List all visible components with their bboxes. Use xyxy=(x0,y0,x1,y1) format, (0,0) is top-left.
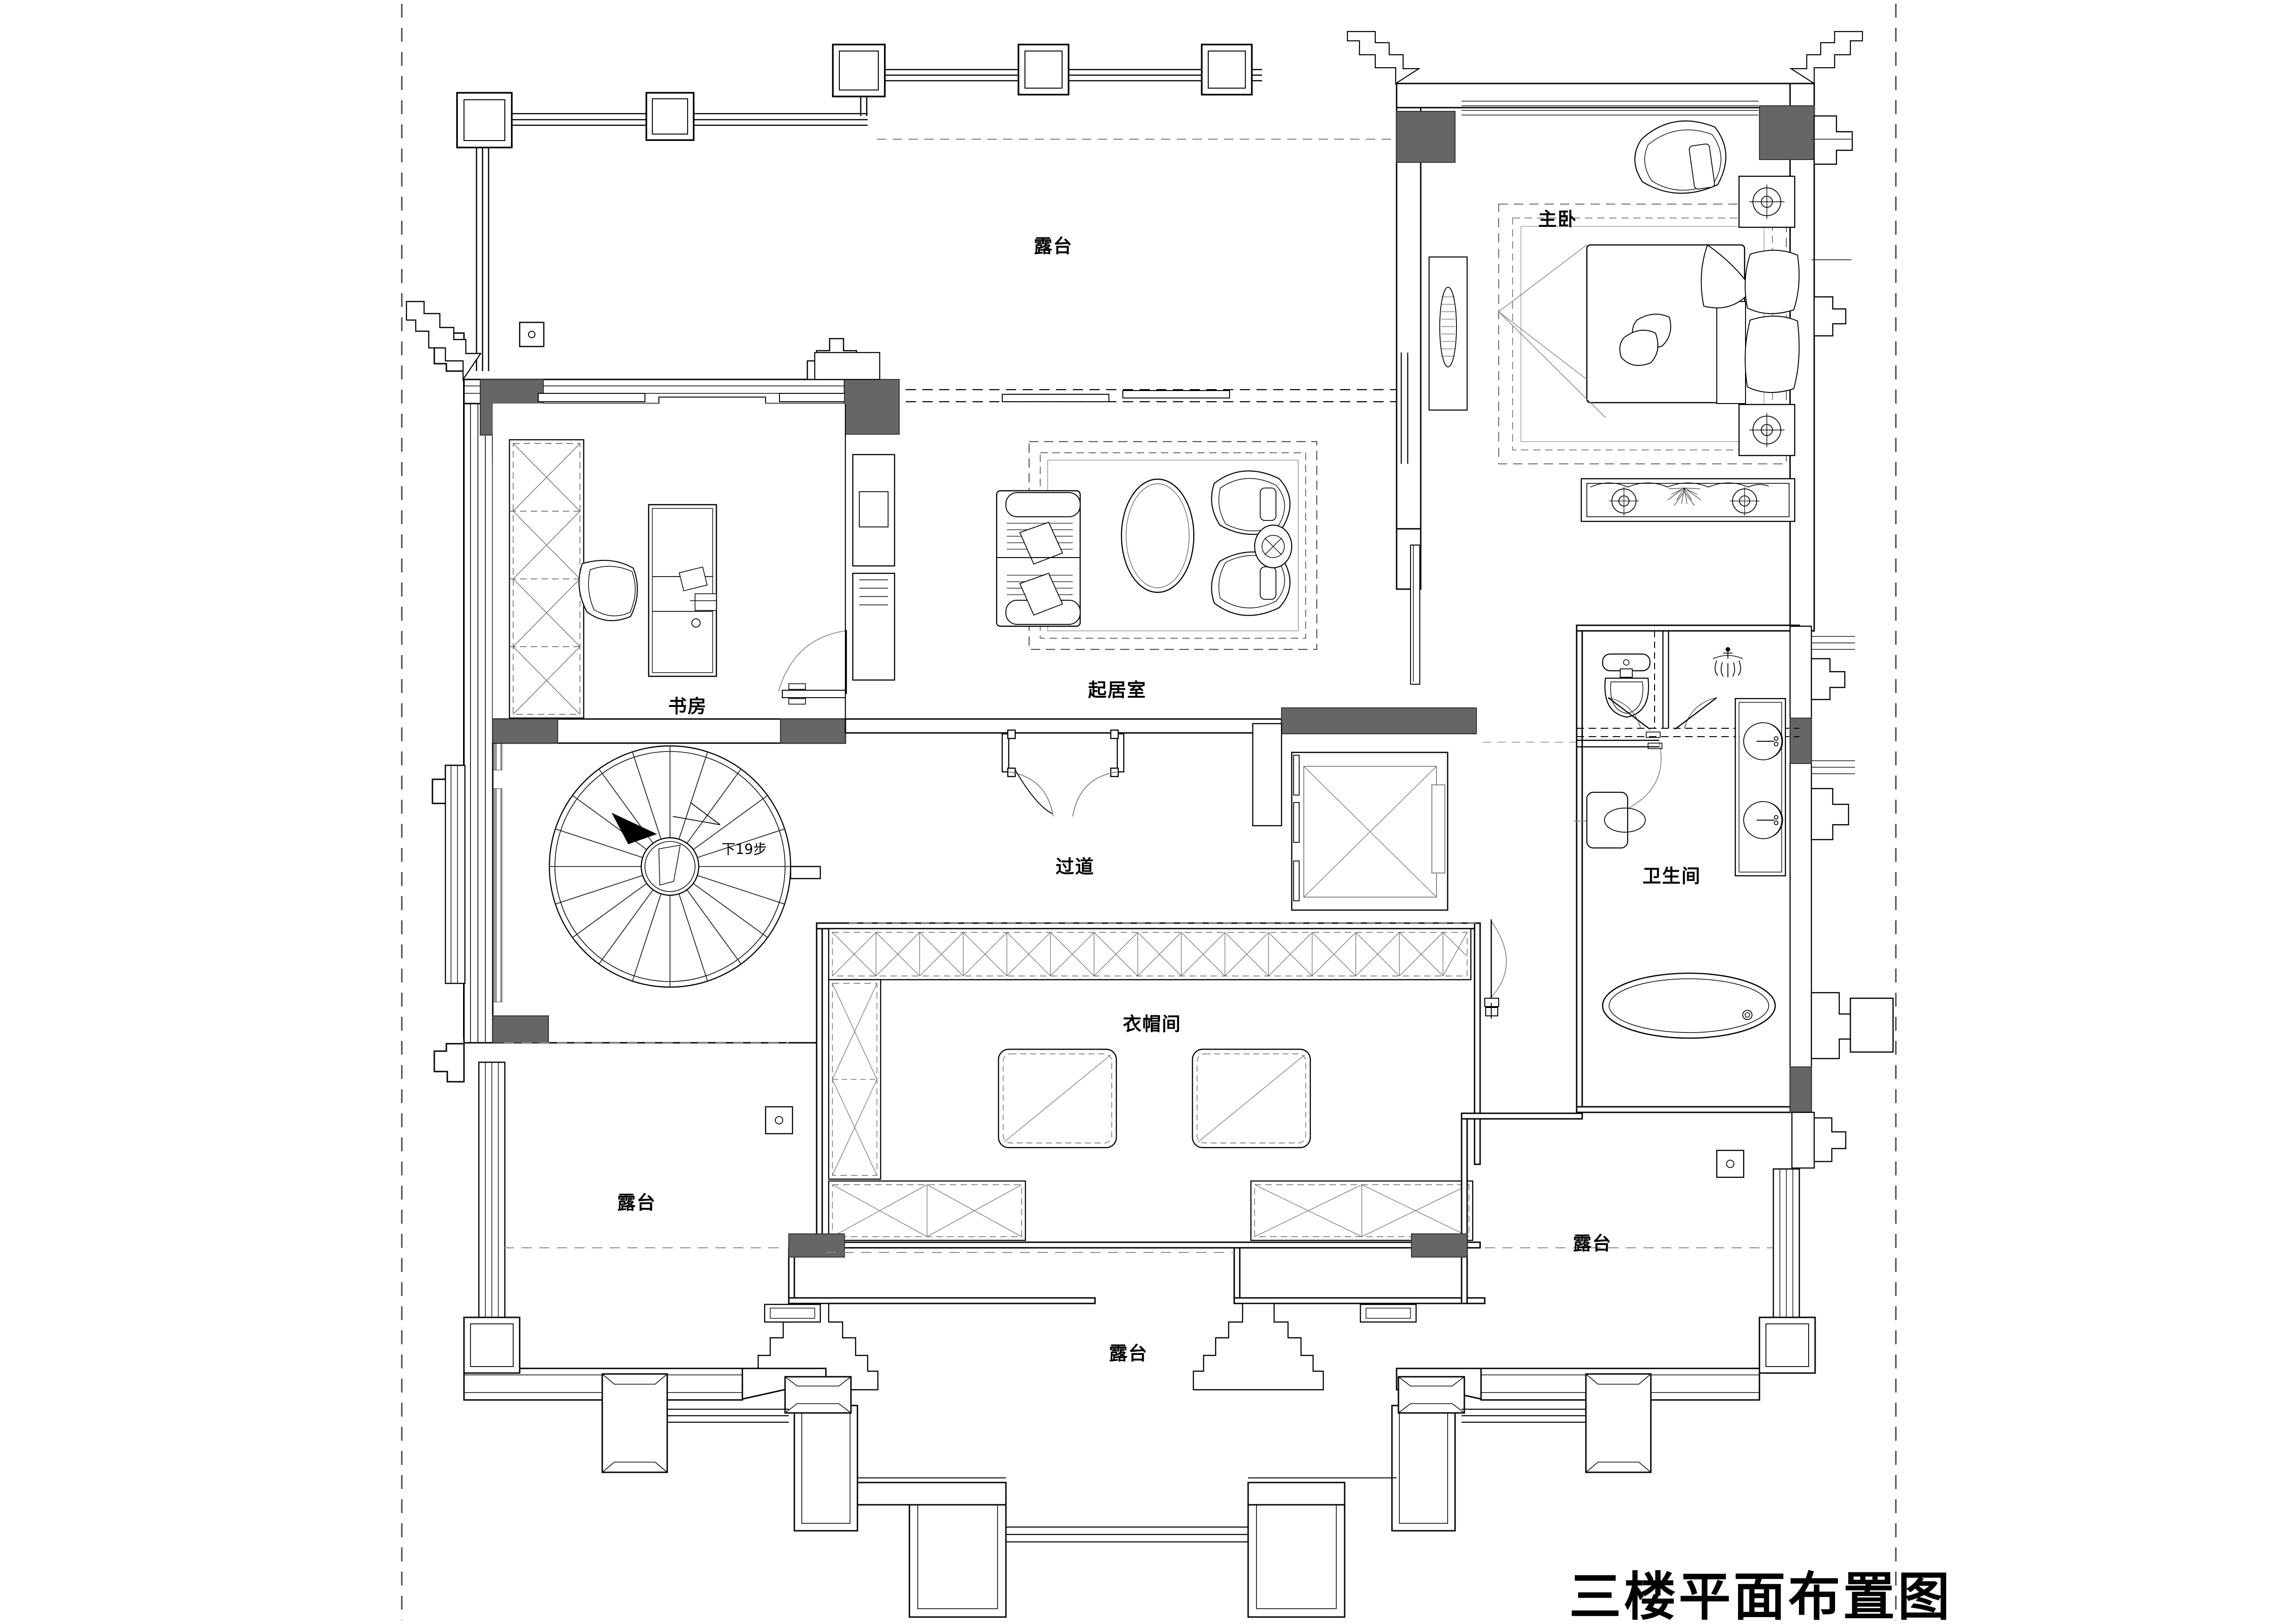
master-bedroom-area xyxy=(1346,31,1863,685)
bath-toilet xyxy=(1602,653,1651,718)
sink-upper xyxy=(1743,722,1783,760)
mbr-bolster-pillows xyxy=(1745,250,1800,393)
spiral-staircase xyxy=(548,745,821,988)
north-balustrade xyxy=(456,44,1262,371)
desk-items xyxy=(678,566,717,611)
stair-landing xyxy=(790,866,821,879)
stair-inner-well xyxy=(640,837,700,896)
vertical-rail-west xyxy=(476,148,490,371)
misc-detail-lines xyxy=(844,404,895,719)
mbr-wall-west-lower xyxy=(1396,528,1422,685)
stair-outer-bay xyxy=(444,764,466,984)
closet-wardrobe-north xyxy=(828,928,1472,981)
room-label-walk-in-closet: 衣帽间 xyxy=(1123,1014,1181,1035)
mbr-cornice xyxy=(1346,31,1863,85)
stair-direction-arrow xyxy=(612,813,657,844)
study-desk xyxy=(648,504,717,677)
terrace-floor-guides xyxy=(504,1042,1772,1253)
mbr-walls xyxy=(1396,83,1815,632)
sheet-border xyxy=(401,4,1897,1620)
living-armchair-upper xyxy=(1211,470,1291,535)
closet-wardrobe-west xyxy=(828,979,882,1180)
drawing-title: 三楼平面布置图 xyxy=(1569,1567,1952,1624)
study-chair xyxy=(578,559,638,621)
stair-leader-line xyxy=(672,802,721,825)
walk-in-closet-area xyxy=(816,922,1481,1249)
corridor-double-doors xyxy=(1001,729,1125,817)
closet-wardrobe-southeast xyxy=(1250,1180,1474,1241)
living-coffee-table xyxy=(1121,478,1195,593)
room-label-master-bedroom: 主卧 xyxy=(1538,209,1577,230)
stair-step-note: 下19步 xyxy=(721,841,767,858)
console-plant xyxy=(1667,488,1701,506)
mbr-door-west xyxy=(1400,353,1409,464)
closet-island-left xyxy=(998,1048,1117,1149)
elevator-shaft xyxy=(1291,751,1449,911)
mbr-bed xyxy=(1498,244,1753,418)
closet-walls xyxy=(816,922,1481,1249)
bath-door-swings xyxy=(1608,697,1717,730)
south-structure xyxy=(788,1111,1815,1304)
cornice-northwest xyxy=(406,301,482,381)
closet-wardrobe-southwest xyxy=(828,1180,1026,1241)
east-wall-pilasters xyxy=(1810,115,1894,1162)
west-terrace-marker xyxy=(765,1106,793,1135)
south-balustrade xyxy=(463,1367,1760,1618)
room-label-terrace-west: 露台 xyxy=(617,1192,656,1213)
corridor-walls xyxy=(492,707,1477,827)
mbr-nightstand-lower xyxy=(1738,404,1796,456)
east-terrace-rail xyxy=(1716,1149,1816,1374)
sink-lower xyxy=(1743,801,1783,839)
mbr-floor-mirror xyxy=(1428,256,1468,411)
pier-north-center xyxy=(806,338,900,435)
corridor-floor-guides xyxy=(849,742,1576,924)
closet-island-right xyxy=(1192,1048,1311,1149)
room-label-living-room: 起居室 xyxy=(1088,680,1147,701)
mbr-console-with-vase xyxy=(1580,478,1796,522)
living-sofa xyxy=(996,490,1081,627)
west-terrace-rail xyxy=(463,1061,521,1374)
mbr-pillows-on-bed xyxy=(1619,314,1671,366)
bathroom-area xyxy=(1573,624,1812,1113)
room-label-terrace-east: 露台 xyxy=(1573,1233,1612,1254)
room-label-bathroom: 卫生间 xyxy=(1643,866,1701,887)
room-label-terrace-north: 露台 xyxy=(1034,236,1073,257)
mbr-lounge-chair xyxy=(1634,120,1726,194)
room-label-terrace-south: 露台 xyxy=(1109,1343,1148,1364)
room-label-corridor: 过道 xyxy=(1056,856,1095,878)
bath-shower xyxy=(1713,647,1743,677)
living-room-area xyxy=(996,441,1318,650)
bath-bathtub xyxy=(1602,972,1776,1039)
room-label-study: 书房 xyxy=(668,696,707,717)
mbr-nightstand-upper xyxy=(1738,175,1796,228)
bath-double-vanity xyxy=(1734,698,1786,877)
east-rail-lines xyxy=(1811,139,1855,774)
bath-counter-niche xyxy=(1586,791,1646,849)
study-room xyxy=(493,404,845,719)
closet-entry-door xyxy=(1484,919,1507,1019)
living-side-table xyxy=(1254,524,1293,569)
